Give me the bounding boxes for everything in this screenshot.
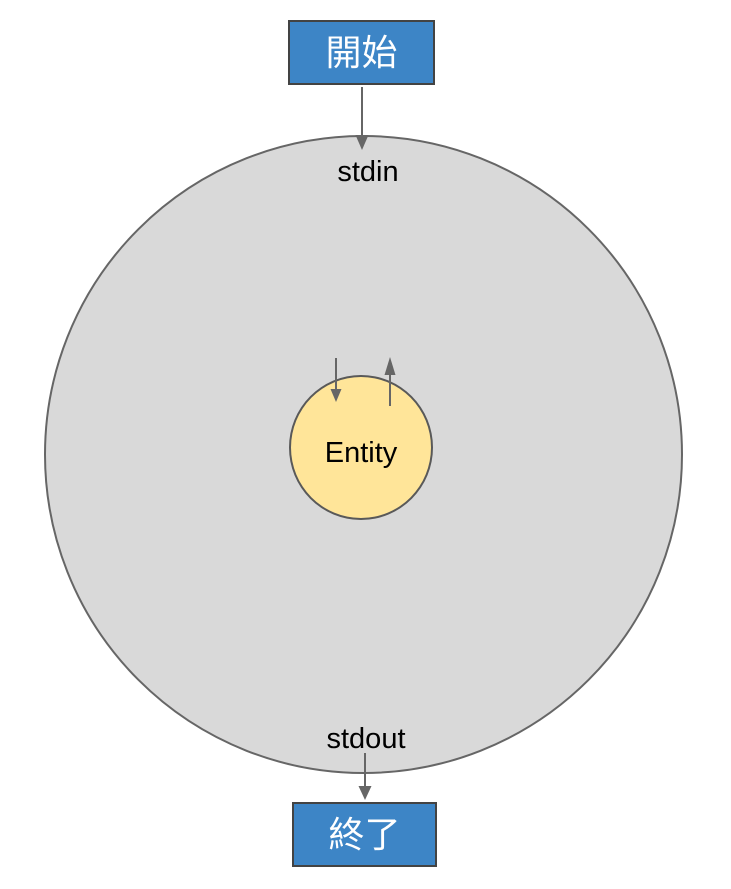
entity-circle (289, 375, 433, 520)
end-node: 終了 (292, 802, 437, 867)
entity-label: Entity (324, 437, 398, 469)
end-node-label: 終了 (328, 813, 401, 855)
stdin-label: stdin (337, 156, 399, 188)
stdout-label: stdout (326, 723, 406, 755)
start-node-label: 開始 (325, 31, 398, 73)
start-node: 開始 (288, 20, 435, 85)
